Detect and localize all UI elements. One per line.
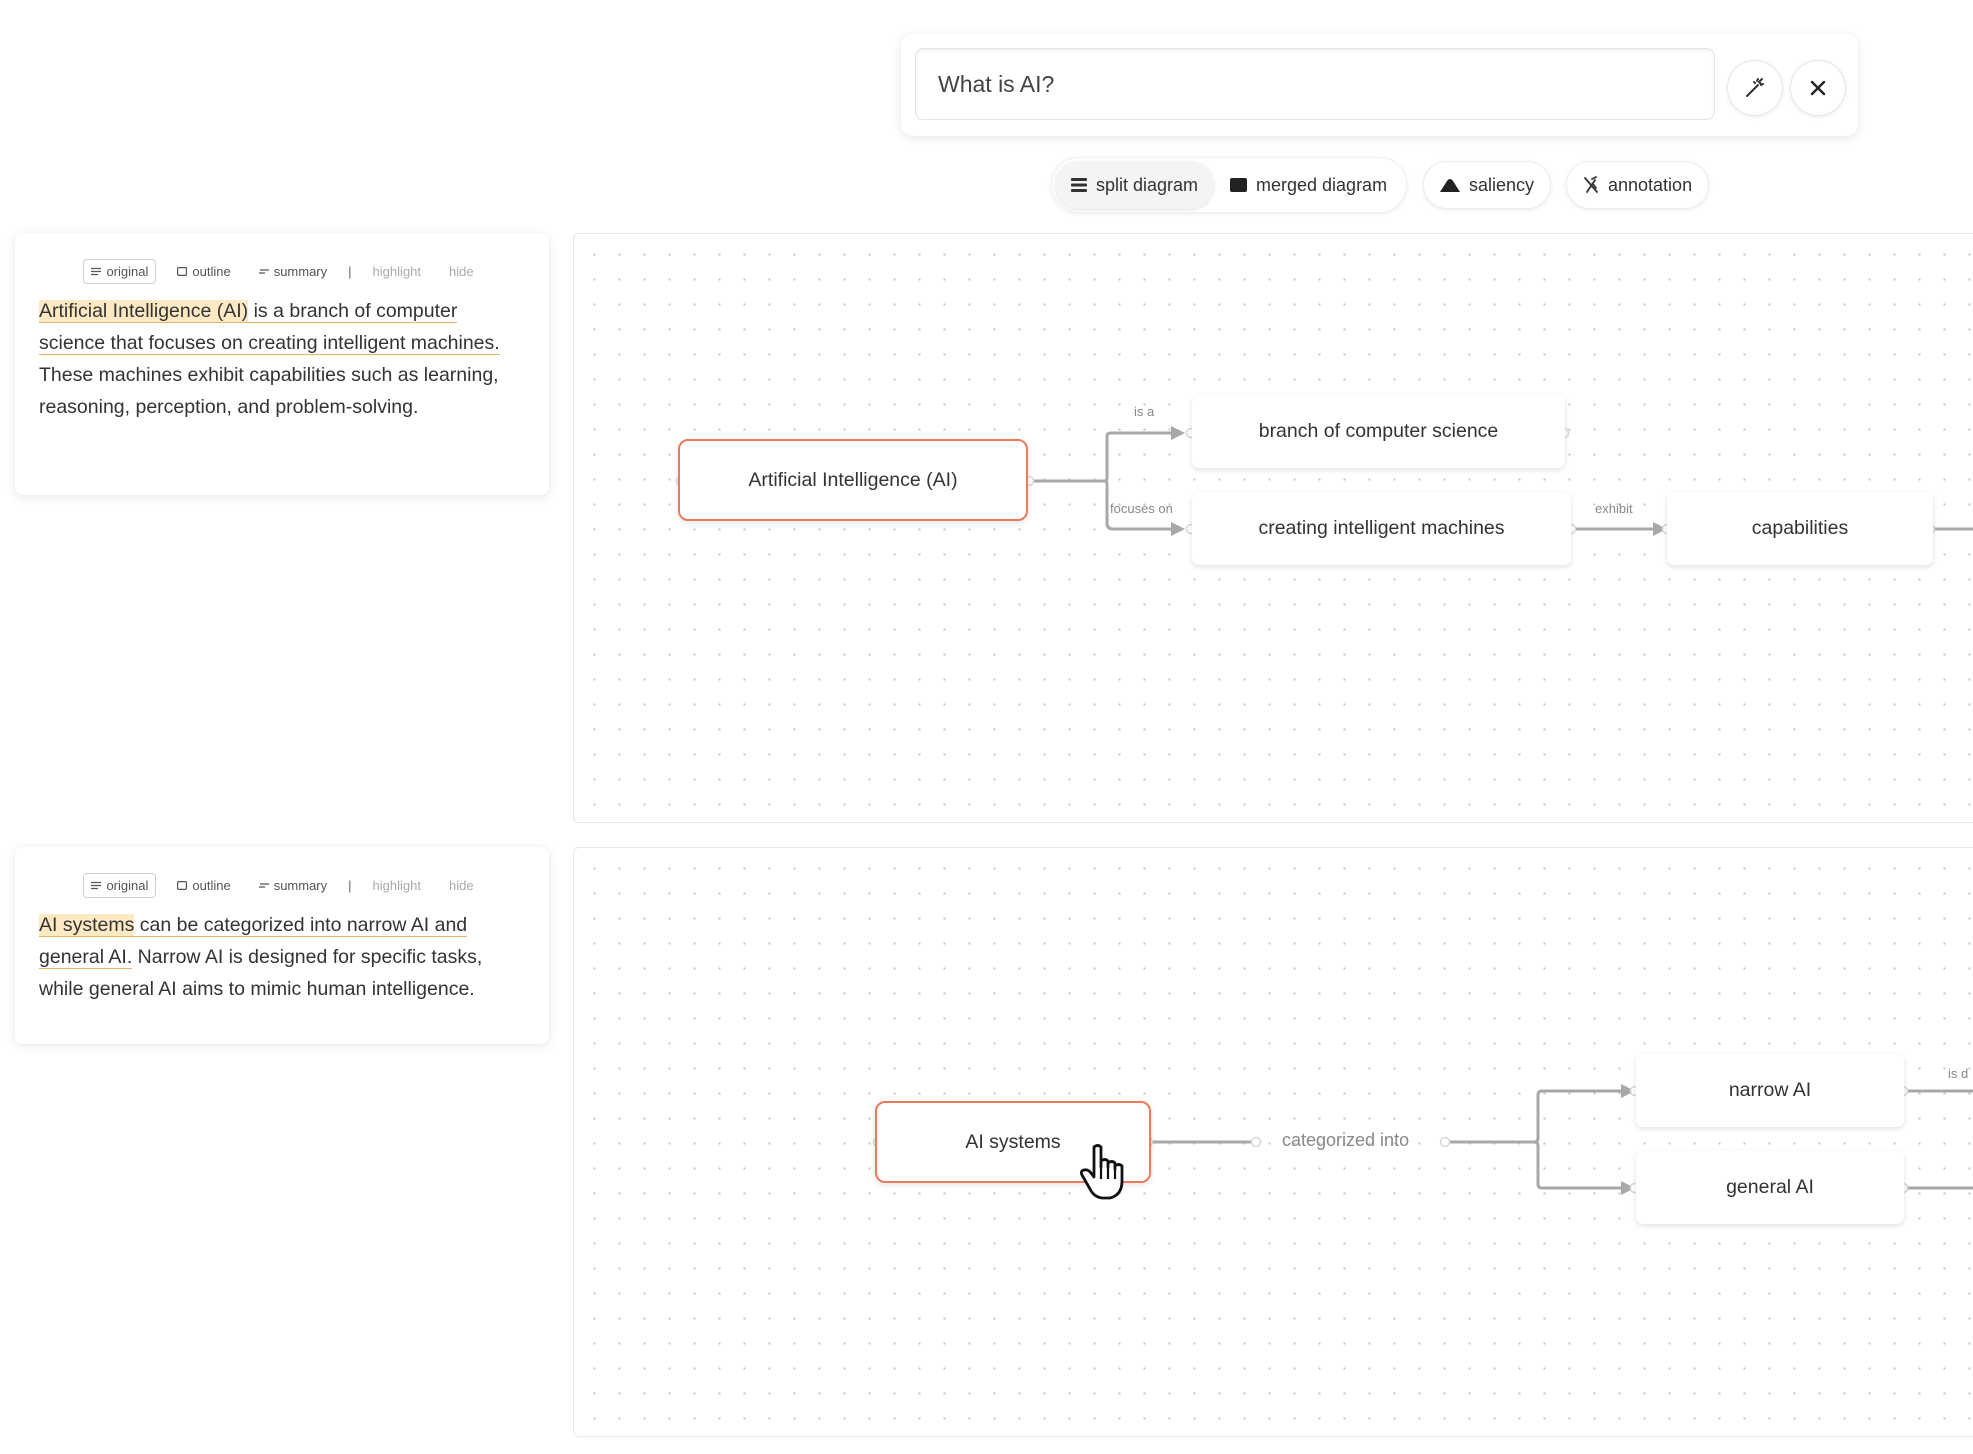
tab-hide-label: hide (448, 878, 474, 893)
node-label: Artificial Intelligence (AI) (748, 468, 958, 491)
mountain-icon (1440, 179, 1460, 192)
tab-summary[interactable]: summary (252, 260, 334, 283)
hand-cursor-icon (1079, 1144, 1124, 1200)
tab-original[interactable]: original (83, 873, 157, 898)
highlighted-key-phrase[interactable]: AI systems (39, 914, 135, 937)
tab-highlight-label: highlight (372, 264, 421, 279)
edge-label: focuses on (1110, 501, 1173, 516)
diagram-mode-toggle: split diagram merged diagram (1051, 157, 1407, 213)
plain-sentence: Narrow AI is designed for specific tasks… (39, 946, 483, 1000)
diagram-node-root[interactable]: AI systems (875, 1101, 1151, 1183)
split-diagram-button[interactable]: split diagram (1055, 161, 1215, 209)
source-paragraph: Artificial Intelligence (AI) is a branch… (39, 295, 527, 423)
tab-hide[interactable]: hide (442, 260, 481, 283)
saliency-button[interactable]: saliency (1423, 161, 1552, 209)
tab-hide-label: hide (448, 264, 474, 279)
source-text-card-1: original outline summary | highlight hid… (15, 233, 549, 495)
underlined-sentence: is a branch of computer science that foc… (39, 300, 500, 355)
highlighted-key-phrase[interactable]: Artificial Intelligence (AI) (39, 300, 249, 323)
square-icon (177, 267, 188, 276)
source-text-card-2: original outline summary | highlight hid… (15, 847, 549, 1044)
square-icon (177, 881, 188, 890)
merged-diagram-button[interactable]: merged diagram (1214, 161, 1403, 209)
query-input[interactable] (915, 48, 1715, 120)
saliency-label: saliency (1469, 174, 1535, 195)
tab-outline[interactable]: outline (170, 874, 237, 897)
tab-separator: | (348, 878, 352, 893)
split-view-icon (1071, 178, 1087, 192)
close-icon (1810, 80, 1826, 96)
relation-label[interactable]: categorized into (1282, 1130, 1410, 1150)
annotation-button[interactable]: annotation (1566, 161, 1710, 209)
split-diagram-label: split diagram (1096, 174, 1199, 195)
lines-icon (91, 267, 102, 276)
node-label: narrow AI (1728, 1079, 1812, 1101)
tab-summary[interactable]: summary (252, 874, 334, 897)
node-label: branch of computer science (1258, 420, 1499, 442)
magic-wand-icon (1746, 78, 1764, 97)
diagram-canvas-1[interactable]: Artificial Intelligence (AI) branch of c… (573, 233, 1973, 823)
tab-hide[interactable]: hide (442, 874, 481, 897)
underlined-sentence: can be categorized into narrow AI and ge… (39, 914, 468, 969)
edge-label: is a (1134, 404, 1155, 419)
tab-summary-label: summary (273, 878, 328, 893)
diagram-node[interactable]: capabilities (1667, 492, 1933, 565)
node-label: creating intelligent machines (1258, 517, 1505, 539)
tab-highlight-label: highlight (372, 878, 421, 893)
annotation-label: annotation (1608, 174, 1693, 195)
view-tabs: original outline summary | highlight hid… (15, 873, 549, 898)
edge-label: is d (1948, 1066, 1969, 1081)
tab-highlight[interactable]: highlight (366, 260, 428, 283)
merged-view-icon (1230, 178, 1247, 192)
node-label: general AI (1726, 1176, 1814, 1198)
merged-diagram-label: merged diagram (1256, 174, 1388, 195)
close-button[interactable] (1790, 60, 1846, 116)
diagram-node[interactable]: creating intelligent machines (1192, 492, 1571, 565)
tab-outline-label: outline (192, 264, 231, 279)
plain-sentence: These machines exhibit capabilities such… (39, 364, 499, 418)
view-tabs: original outline summary | highlight hid… (15, 259, 549, 284)
diagram-canvas-2[interactable]: AI systems categorized into narrow AI ge… (573, 847, 1973, 1437)
tab-outline-label: outline (192, 878, 231, 893)
diagram-node[interactable]: narrow AI (1636, 1054, 1904, 1127)
tab-separator: | (348, 264, 352, 279)
query-card (901, 34, 1858, 136)
tab-original[interactable]: original (83, 259, 157, 284)
diagram-edges (872, 1084, 1973, 1195)
tab-original-label: original (106, 264, 149, 279)
tab-highlight[interactable]: highlight (366, 874, 428, 897)
annotation-off-icon (1584, 176, 1598, 193)
tab-original-label: original (106, 878, 149, 893)
edge-label: exhibit (1595, 501, 1633, 516)
source-paragraph: AI systems can be categorized into narro… (39, 909, 527, 1005)
tab-outline[interactable]: outline (170, 260, 237, 283)
node-label: AI systems (965, 1130, 1061, 1153)
tab-summary-label: summary (273, 264, 328, 279)
diagram-node[interactable]: branch of computer science (1192, 395, 1565, 468)
short-lines-icon (258, 269, 269, 274)
diagram-node[interactable]: general AI (1636, 1151, 1904, 1224)
node-label: capabilities (1751, 517, 1849, 539)
short-lines-icon (258, 883, 269, 888)
diagram-node-root[interactable]: Artificial Intelligence (AI) (678, 439, 1028, 521)
generate-button[interactable] (1727, 60, 1783, 116)
lines-icon (91, 881, 102, 890)
